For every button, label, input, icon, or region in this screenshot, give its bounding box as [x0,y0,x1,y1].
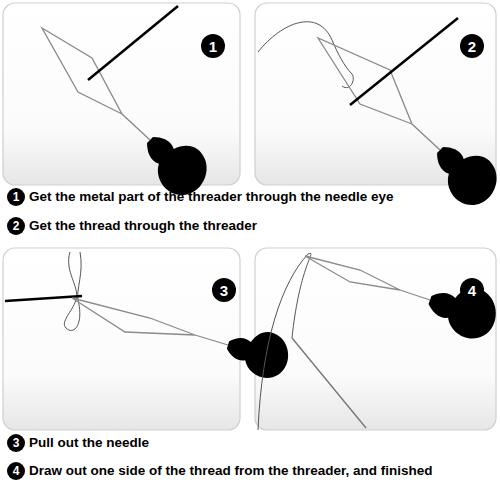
step-number: 4 [7,462,25,480]
panel-frame [3,3,240,185]
step-caption: Draw out one side of the thread from the… [29,463,433,479]
threader-handle [422,274,500,345]
needle [5,296,82,301]
threader-wire [72,298,228,345]
callout-number: 2 [460,34,484,58]
step-three-drawing [5,252,294,383]
panel-frames [3,3,496,430]
callout-number: 1 [201,34,225,58]
step-caption: Get the metal part of the threader throu… [29,189,394,205]
threader-wire [42,28,150,140]
thread [292,253,311,338]
step-one-drawing [42,6,218,205]
step-number: 3 [7,434,25,452]
step-caption: Get the thread through the threader [29,218,257,234]
step-four-drawing [258,253,500,430]
step-two-drawing [258,18,500,215]
threader-wire [318,38,440,150]
callout-number: 3 [212,278,236,302]
step-number: 2 [7,217,25,235]
threader-handle [222,321,294,383]
step-caption: Pull out the needle [29,435,149,451]
panel-frame [255,248,496,430]
needle [88,6,178,80]
thread [64,252,81,330]
thread [258,22,353,88]
callout-number: 4 [460,278,484,302]
step-number: 1 [7,188,25,206]
needle [350,18,458,105]
threader-wire [305,256,430,300]
needle [292,338,366,428]
panel-frame [3,248,240,430]
threader-handle [424,131,500,215]
thread [258,254,308,430]
